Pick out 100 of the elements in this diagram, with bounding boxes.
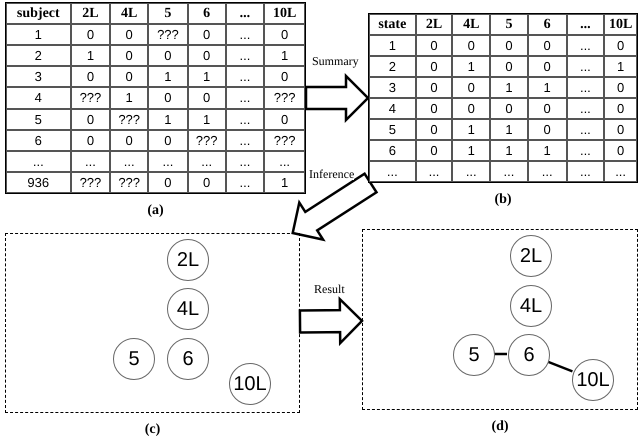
column-header: 5 <box>148 3 188 24</box>
table-cell: ... <box>416 161 452 182</box>
table-cell: 0 <box>148 172 188 193</box>
table-cell: 0 <box>416 140 452 161</box>
panel-caption: (b) <box>494 191 512 209</box>
table-cell: 1 <box>369 35 416 56</box>
table-cell: ... <box>148 150 188 172</box>
table-cell: 0 <box>604 140 637 161</box>
table-cell: ... <box>566 56 604 77</box>
table-cell: 0 <box>148 45 188 66</box>
table-cell: 0 <box>604 35 637 56</box>
table-cell: 0 <box>110 45 148 66</box>
table-cell: ... <box>604 161 637 182</box>
table-cell: ... <box>6 150 71 172</box>
table-cell: 0 <box>452 98 490 119</box>
table-cell: 1 <box>528 77 567 98</box>
node-label: 5 <box>468 345 480 365</box>
table-cell: 0 <box>490 56 528 77</box>
table-cell: 0 <box>264 108 305 130</box>
table-cell: ??? <box>70 172 110 193</box>
table-cell: ... <box>264 150 305 172</box>
connector-line <box>547 360 573 373</box>
column-header: ... <box>566 14 604 35</box>
table-cell: 0 <box>148 130 188 151</box>
table-cell: ... <box>490 161 528 182</box>
block-arrow <box>298 296 364 346</box>
table-cell: ... <box>226 45 264 66</box>
node-label: 5 <box>128 349 140 369</box>
table-cell: 0 <box>70 108 110 130</box>
block-arrow <box>291 172 378 242</box>
table-cell: 0 <box>528 35 567 56</box>
table-cell: 0 <box>416 56 452 77</box>
block-arrow <box>304 72 370 124</box>
table-cell: 0 <box>264 66 305 88</box>
table-cell: 0 <box>604 119 637 140</box>
node-label: 6 <box>182 349 194 369</box>
table-cell: ... <box>566 35 604 56</box>
table-cell: ... <box>566 140 604 161</box>
data-table <box>368 13 638 183</box>
table-cell: 1 <box>490 119 528 140</box>
table-cell: ... <box>566 161 604 182</box>
table-cell: 0 <box>148 87 188 109</box>
table-cell: 4 <box>6 87 71 109</box>
table-cell: 0 <box>528 56 567 77</box>
table-cell: 1 <box>528 140 567 161</box>
table-cell: 1 <box>264 45 305 66</box>
column-header: 4L <box>110 3 148 24</box>
table-cell: 1 <box>452 119 490 140</box>
table-cell: ... <box>566 98 604 119</box>
table-cell: ... <box>369 161 416 182</box>
table-cell: 1 <box>490 140 528 161</box>
table-cell: ??? <box>70 87 110 109</box>
table-cell: 5 <box>369 119 416 140</box>
table-cell: 6 <box>369 140 416 161</box>
column-header: subject <box>6 3 71 24</box>
table-cell: 0 <box>110 24 148 46</box>
table-cell: 1 <box>452 140 490 161</box>
table-cell: 2 <box>6 45 71 66</box>
table-cell: ... <box>110 150 148 172</box>
table-cell: 936 <box>6 172 71 193</box>
table-cell: 0 <box>188 172 226 193</box>
table-cell: ??? <box>110 172 148 193</box>
table-cell: 0 <box>110 130 148 151</box>
table-cell: 1 <box>148 66 188 88</box>
column-header: 6 <box>188 3 226 24</box>
table-cell: ... <box>452 161 490 182</box>
table-cell: ... <box>226 130 264 151</box>
panel-caption: (a) <box>147 202 164 220</box>
table-cell: ... <box>226 172 264 193</box>
node-label: 2L <box>176 250 200 270</box>
table-cell: 3 <box>369 77 416 98</box>
table-cell: 1 <box>6 24 71 46</box>
table-cell: 1 <box>148 108 188 130</box>
table-cell: ... <box>188 150 226 172</box>
table-cell: 0 <box>416 98 452 119</box>
table-cell: 1 <box>490 77 528 98</box>
node-label: 4L <box>520 296 542 316</box>
column-header: 10L <box>264 3 305 24</box>
edge-label: Summary <box>312 55 359 67</box>
table-cell: 0 <box>264 24 305 46</box>
table-cell: 0 <box>528 98 567 119</box>
table-cell: ... <box>226 87 264 109</box>
table-cell: ??? <box>110 108 148 130</box>
table-cell: 5 <box>6 108 71 130</box>
node-label: 2L <box>520 246 542 266</box>
table-cell: 0 <box>188 45 226 66</box>
table-cell: 0 <box>416 35 452 56</box>
table-cell: 3 <box>6 66 71 88</box>
table-cell: 0 <box>452 77 490 98</box>
table-cell: 6 <box>6 130 71 151</box>
table-cell: 0 <box>452 35 490 56</box>
table-cell: 0 <box>490 98 528 119</box>
table-cell: 1 <box>70 45 110 66</box>
table-cell: 0 <box>604 77 637 98</box>
table-cell: ??? <box>264 87 305 109</box>
table-cell: 1 <box>188 66 226 88</box>
table-cell: 4 <box>369 98 416 119</box>
table-cell: 0 <box>416 119 452 140</box>
table-cell: 1 <box>264 172 305 193</box>
column-header: 5 <box>490 14 528 35</box>
